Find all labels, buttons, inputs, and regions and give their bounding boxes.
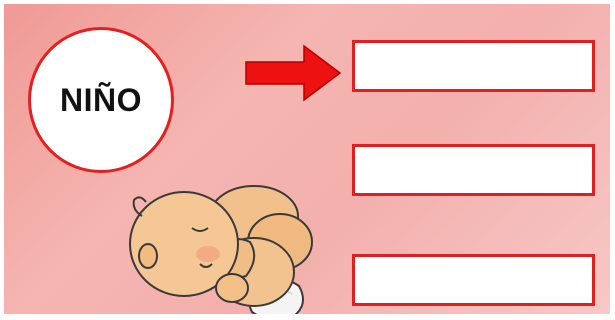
word-badge: NIÑO	[28, 27, 174, 173]
worksheet-card: NIÑO	[4, 4, 610, 314]
right-arrow-icon	[242, 42, 344, 104]
sleeping-baby-illustration	[104, 164, 334, 314]
answer-box-1[interactable]	[352, 40, 595, 92]
answer-box-2[interactable]	[352, 144, 595, 196]
answer-box-3[interactable]	[352, 254, 595, 306]
word-label: NIÑO	[60, 82, 142, 119]
